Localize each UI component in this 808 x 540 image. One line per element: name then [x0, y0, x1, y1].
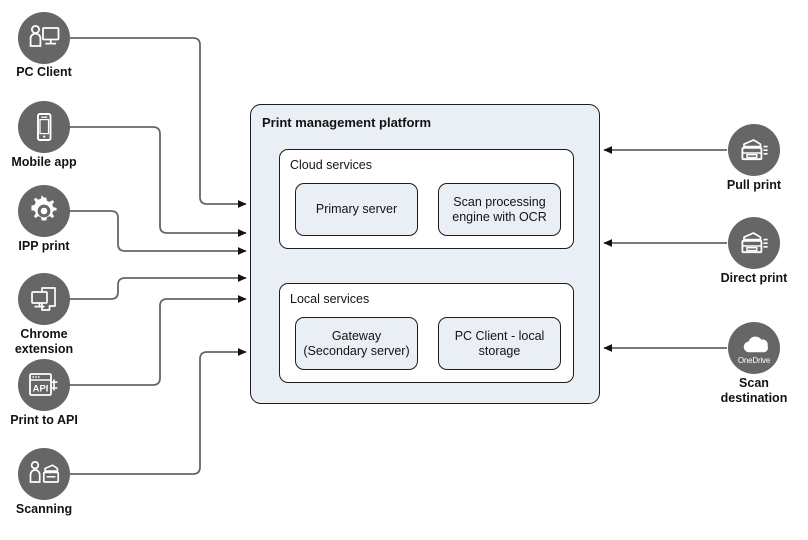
group-local-services: Local services Gateway (Secondary server… [279, 283, 574, 383]
mobile-phone-icon [18, 101, 70, 153]
box-primary-server[interactable]: Primary server [295, 183, 418, 236]
group-cloud-services-title: Cloud services [290, 158, 372, 172]
printer-icon [728, 217, 780, 269]
onedrive-badge-label: OneDrive [737, 356, 771, 365]
print-management-platform: Print management platform Cloud services… [250, 104, 600, 404]
node-ipp-print-label: IPP print [18, 239, 70, 253]
connector-print-to-api [70, 295, 247, 386]
gear-icon [18, 185, 70, 237]
connector-mobile-app [70, 126, 247, 237]
box-gateway-secondary-server[interactable]: Gateway (Secondary server) [295, 317, 418, 370]
node-pull-print-label: Pull print [726, 178, 782, 192]
group-local-services-title: Local services [290, 292, 370, 306]
svg-text:API: API [33, 382, 49, 393]
box-pc-client-local-storage[interactable]: PC Client - local storage [438, 317, 561, 370]
node-chrome-extension-label: Chrome extension [14, 327, 74, 356]
node-scanning-label: Scanning [15, 502, 73, 516]
chrome-extension-icon [18, 273, 70, 325]
node-scan-destination-label: Scan destination [720, 376, 788, 405]
node-direct-print-label: Direct print [720, 271, 788, 285]
node-mobile-app-label: Mobile app [11, 155, 77, 169]
box-scan-processing-engine[interactable]: Scan processing engine with OCR [438, 183, 561, 236]
node-print-to-api-label: Print to API [10, 413, 78, 427]
connector-scanning [70, 348, 247, 475]
connector-pc-client [70, 37, 247, 208]
connector-ipp-print [70, 210, 247, 255]
group-cloud-services: Cloud services Primary server Scan proce… [279, 149, 574, 249]
onedrive-icon: OneDrive [728, 322, 780, 374]
platform-title: Print management platform [262, 115, 432, 130]
api-window-icon: API [18, 359, 70, 411]
printer-icon [728, 124, 780, 176]
pc-client-icon [18, 12, 70, 64]
connector-chrome-extension [70, 274, 247, 300]
node-pc-client-label: PC Client [16, 65, 72, 79]
scanning-icon [18, 448, 70, 500]
